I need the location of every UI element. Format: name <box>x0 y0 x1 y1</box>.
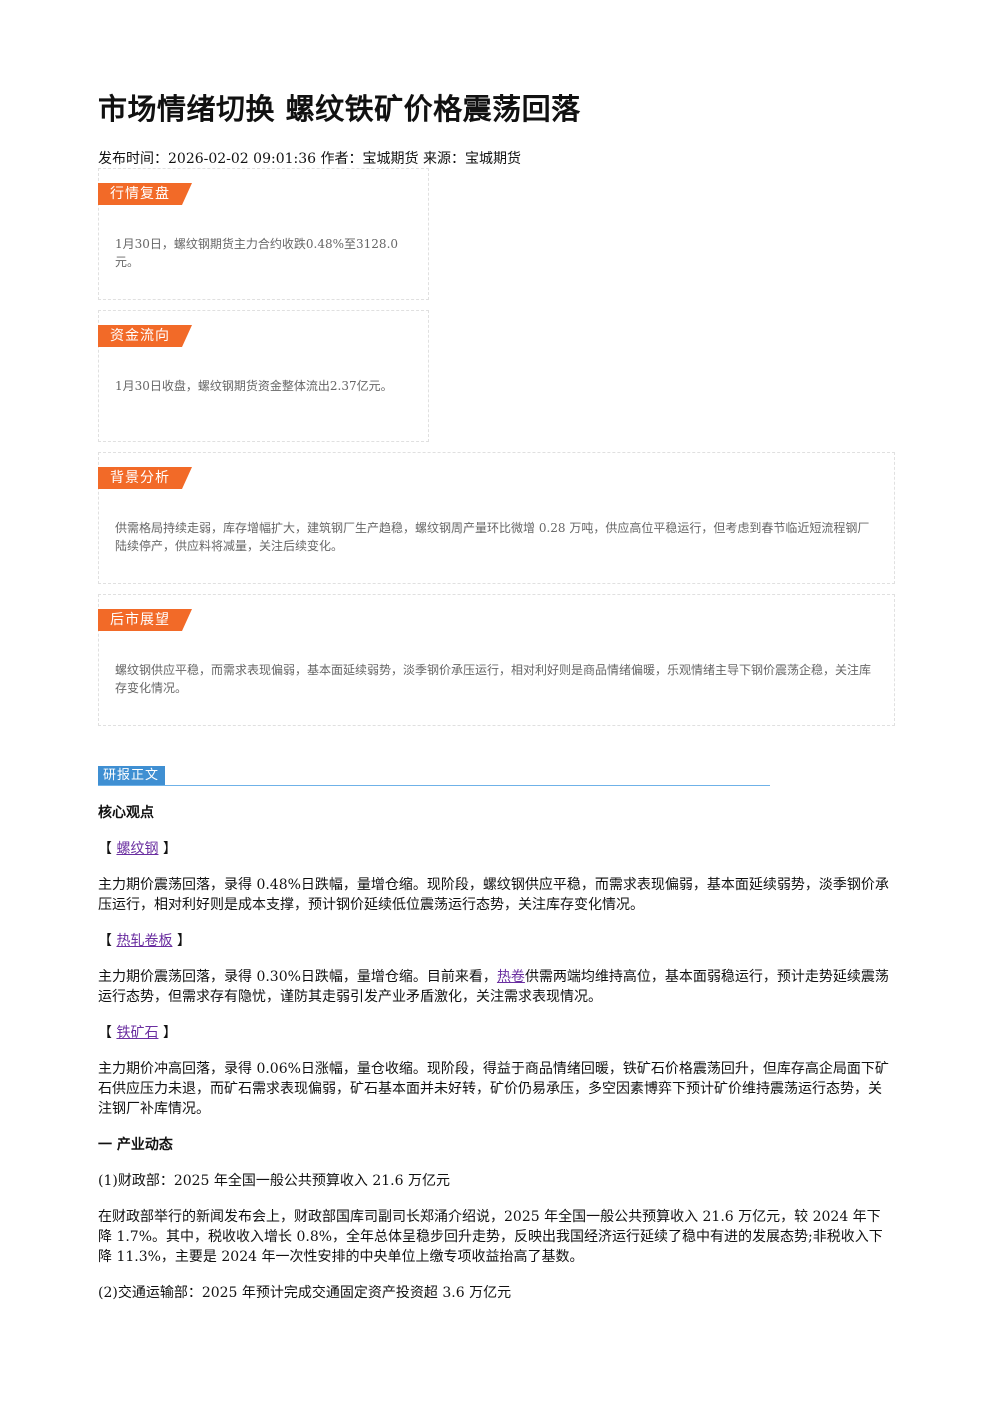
article-title: 市场情绪切换 螺纹铁矿价格震荡回落 <box>98 92 581 126</box>
bracket-close: 】 <box>162 1025 177 1041</box>
hrc-text-after: 供需两端均维持高位，基本面弱稳运行，预计走势延续震荡运行态势，但需求存有隐忧，谨… <box>98 969 889 1005</box>
section-divider <box>98 785 770 786</box>
rebar-link[interactable]: 螺纹钢 <box>116 841 159 857</box>
card-tag: 背景分析 <box>98 467 192 489</box>
rebar-text: 主力期价震荡回落，录得 0.48%日跌幅，量增仓缩。现阶段，螺纹钢供应平稳，而需… <box>98 877 889 913</box>
hrc-text-before: 主力期价震荡回落，录得 0.30%日跌幅，量增仓缩。目前来看， <box>98 969 497 985</box>
hrc-text: 主力期价震荡回落，录得 0.30%日跌幅，量增仓缩。目前来看，热卷供需两端均维持… <box>98 967 894 1007</box>
hrc-heading: 【 热轧卷板 】 <box>98 931 894 951</box>
card-tag: 后市展望 <box>98 609 192 631</box>
item1-text: 在财政部举行的新闻发布会上，财政部国库司副司长郑涌介绍说，2025 年全国一般公… <box>98 1209 883 1265</box>
card-body: 供需格局持续走弱，库存增幅扩大，建筑钢厂生产趋稳，螺纹钢周产量环比微增 0.28… <box>115 521 870 553</box>
hrc-link[interactable]: 热轧卷板 <box>116 933 173 949</box>
card-background-analysis: 背景分析 供需格局持续走弱，库存增幅扩大，建筑钢厂生产趋稳，螺纹钢周产量环比微增… <box>98 452 895 584</box>
ore-heading: 【 铁矿石 】 <box>98 1023 894 1043</box>
core-heading: 核心观点 <box>98 805 154 821</box>
bracket-open: 【 <box>98 933 112 949</box>
ore-text: 主力期价冲高回落，录得 0.06%日涨幅，量仓收缩。现阶段，得益于商品情绪回暖，… <box>98 1061 889 1117</box>
ore-link[interactable]: 铁矿石 <box>116 1025 159 1041</box>
bracket-close: 】 <box>176 933 191 949</box>
bracket-close: 】 <box>162 841 177 857</box>
card-body: 1月30日收盘，螺纹钢期货资金整体流出2.37亿元。 <box>115 379 393 393</box>
bracket-open: 【 <box>98 1025 112 1041</box>
industry-heading: 一 产业动态 <box>98 1137 173 1153</box>
card-body: 1月30日，螺纹钢期货主力合约收跌0.48%至3128.0元。 <box>115 237 399 269</box>
report-body: 核心观点 【 螺纹钢 】 主力期价震荡回落，录得 0.48%日跌幅，量增仓缩。现… <box>98 803 894 1319</box>
article-meta: 发布时间：2026-02-02 09:01:36 作者：宝城期货 来源：宝城期货 <box>98 151 521 167</box>
card-tag: 资金流向 <box>98 325 192 347</box>
item2-title: (2)交通运输部：2025 年预计完成交通固定资产投资超 3.6 万亿元 <box>98 1285 512 1301</box>
card-outlook: 后市展望 螺纹钢供应平稳，而需求表现偏弱，基本面延续弱势，淡季钢价承压运行，相对… <box>98 594 895 726</box>
item1-title: (1)财政部：2025 年全国一般公共预算收入 21.6 万亿元 <box>98 1173 450 1189</box>
card-fund-flow: 资金流向 1月30日收盘，螺纹钢期货资金整体流出2.37亿元。 <box>98 310 429 442</box>
section-label: 研报正文 <box>98 766 166 786</box>
rebar-heading: 【 螺纹钢 】 <box>98 839 894 859</box>
hrc-inline-link[interactable]: 热卷 <box>496 969 525 985</box>
card-body: 螺纹钢供应平稳，而需求表现偏弱，基本面延续弱势，淡季钢价承压运行，相对利好则是商… <box>115 663 872 695</box>
bracket-open: 【 <box>98 841 112 857</box>
card-market-review: 行情复盘 1月30日，螺纹钢期货主力合约收跌0.48%至3128.0元。 <box>98 168 429 300</box>
card-tag: 行情复盘 <box>98 183 192 205</box>
